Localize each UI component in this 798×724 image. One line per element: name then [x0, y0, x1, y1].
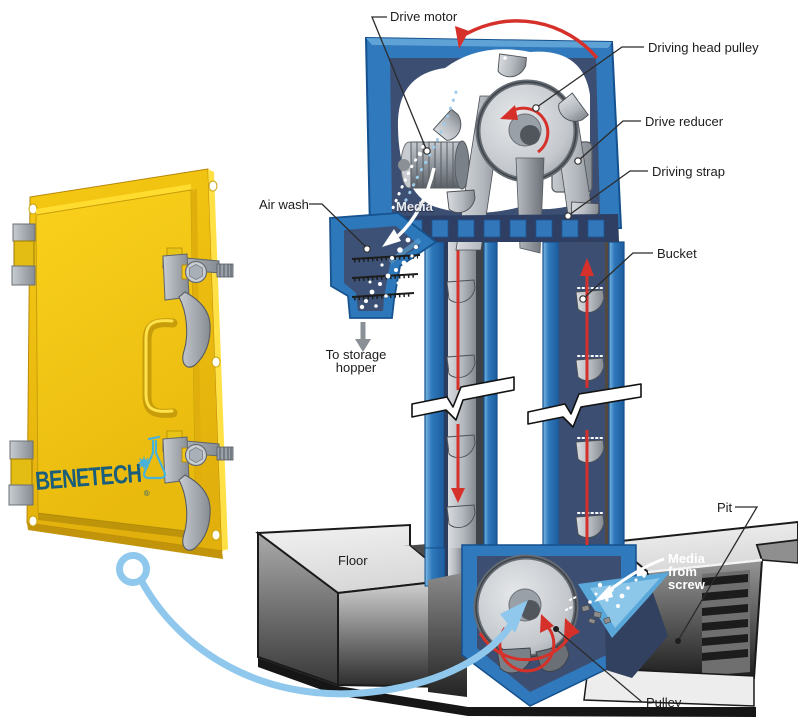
door-hinge-top [11, 223, 36, 286]
label-to-storage-hopper-1: To storage [326, 347, 387, 362]
media-flow-arrow [396, 167, 436, 238]
belt-direction-arrows [451, 250, 594, 545]
leader-line [568, 170, 648, 216]
chute-bubbles [359, 237, 418, 310]
leader-line [583, 252, 653, 299]
registered-mark: ® [143, 489, 150, 498]
rotation-arrows-head [455, 19, 599, 154]
label-media-from-screw-1: Media [668, 551, 706, 566]
boot-section [461, 544, 670, 707]
to-storage-arrow [355, 322, 371, 352]
drive-motor [398, 140, 470, 190]
label-to-storage-hopper-2: hopper [336, 360, 377, 375]
leader-line [309, 203, 368, 249]
break-symbols [411, 376, 642, 428]
air-wash-screens [351, 254, 421, 301]
label-drive-reducer: Drive reducer [645, 114, 724, 129]
pit-ladder [702, 570, 750, 676]
air-wash-chute [329, 167, 438, 352]
access-door-product: BENETECH ® [8, 168, 234, 559]
benetech-flask-icon [137, 435, 166, 480]
label-media: Media [396, 199, 434, 214]
label-air-wash: Air wash [259, 197, 309, 212]
label-pit: Pit [717, 500, 733, 515]
door-hinge-bottom [8, 440, 34, 506]
leader-line [578, 120, 641, 161]
label-floor: Floor [338, 553, 368, 568]
media-from-screw-arrow [605, 557, 665, 595]
head-section [364, 19, 623, 254]
label-driving-strap: Driving strap [652, 164, 725, 179]
media-stream [565, 572, 670, 678]
label-driving-head-pulley: Driving head pulley [648, 40, 759, 55]
callout-labels: Drive motor Driving head pulley Drive re… [259, 9, 759, 710]
leader-line [371, 16, 428, 152]
label-pulley: Pulley [646, 695, 682, 710]
label-media-from-screw-2: from [668, 564, 697, 579]
callout-arrow [116, 552, 528, 698]
leader-line [678, 506, 759, 640]
media-splash [391, 50, 590, 214]
label-bucket: Bucket [657, 246, 697, 261]
leader-line [556, 629, 643, 703]
door-handle [142, 318, 178, 418]
label-media-from-screw-3: screw [668, 577, 706, 592]
label-drive-motor: Drive motor [390, 9, 458, 24]
leader-line [536, 46, 644, 108]
